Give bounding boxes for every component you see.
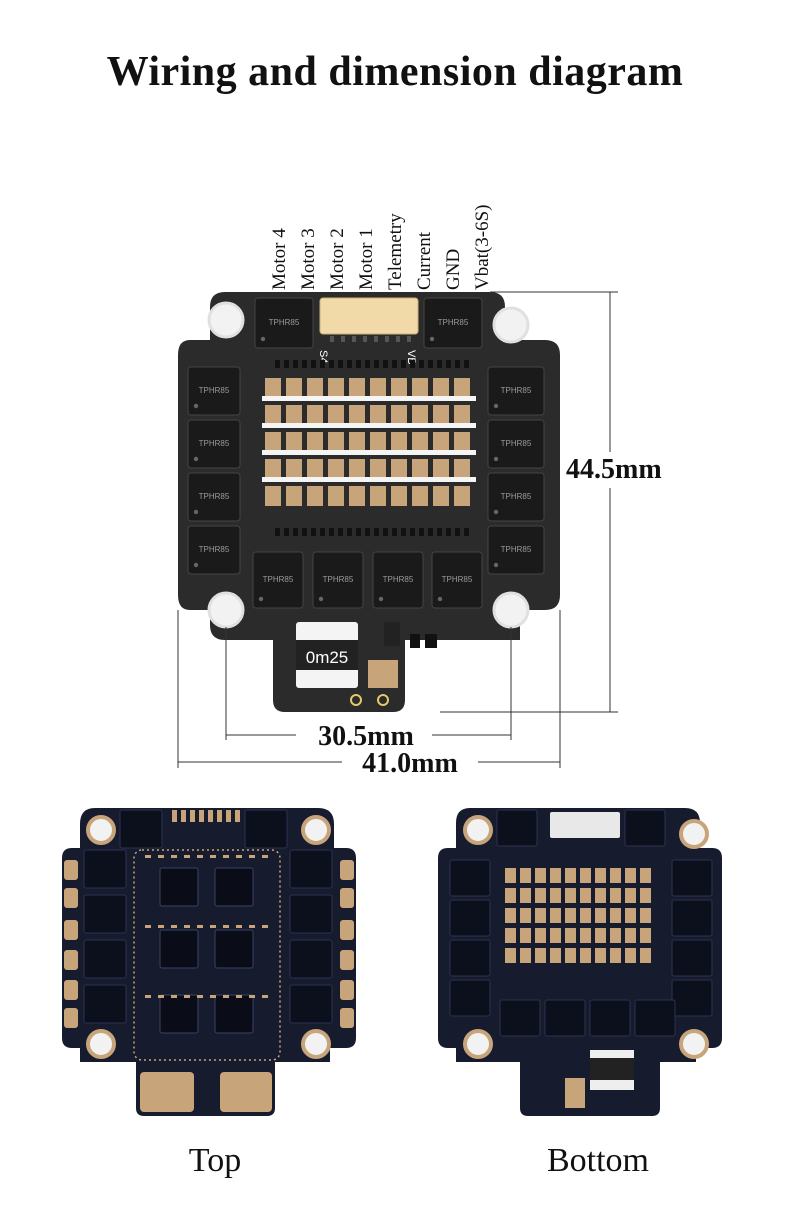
- svg-text:TPHR85: TPHR85: [442, 575, 473, 584]
- capacitor: [307, 459, 323, 479]
- capacitor: [454, 432, 470, 452]
- capacitor: [370, 378, 386, 398]
- capacitor: [265, 378, 281, 398]
- mosfet-chip: TPHR85: [252, 551, 304, 609]
- capacitor: [391, 432, 407, 452]
- capacitor: [433, 486, 449, 506]
- svg-text:TPHR85: TPHR85: [199, 439, 230, 448]
- mosfet-chip: TPHR85: [372, 551, 424, 609]
- capacitor: [454, 486, 470, 506]
- mount-hole: [492, 591, 530, 629]
- capacitor: [454, 378, 470, 398]
- wire-connector: [319, 297, 419, 335]
- svg-text:TPHR85: TPHR85: [501, 492, 532, 501]
- svg-text:TPHR85: TPHR85: [501, 386, 532, 395]
- shunt-label: 0m25: [306, 648, 349, 667]
- capacitor: [454, 405, 470, 425]
- capacitor: [307, 486, 323, 506]
- capacitor: [286, 486, 302, 506]
- capacitor: [412, 459, 428, 479]
- mosfet-chip: TPHR85: [487, 472, 545, 522]
- capacitor: [265, 459, 281, 479]
- capacitor: [370, 486, 386, 506]
- capacitor: [265, 432, 281, 452]
- svg-text:TPHR85: TPHR85: [199, 386, 230, 395]
- capacitor: [391, 459, 407, 479]
- capacitor: [412, 378, 428, 398]
- mosfet-chip: TPHR85: [254, 297, 314, 349]
- capacitor: [286, 459, 302, 479]
- svg-text:TPHR85: TPHR85: [199, 545, 230, 554]
- capacitor: [433, 378, 449, 398]
- mosfet-chip: TPHR85: [187, 525, 241, 575]
- capacitor: [328, 378, 344, 398]
- capacitor: [265, 405, 281, 425]
- mosfet-chip: TPHR85: [487, 525, 545, 575]
- capacitor: [349, 378, 365, 398]
- mosfet-chip: TPHR85: [187, 419, 241, 469]
- caption-bottom: Bottom: [546, 1142, 650, 1179]
- capacitor: [370, 405, 386, 425]
- capacitor: [391, 486, 407, 506]
- bottom-board-photo: [438, 808, 722, 1116]
- capacitor: [307, 405, 323, 425]
- capacitor: [328, 486, 344, 506]
- svg-text:TPHR85: TPHR85: [501, 439, 532, 448]
- svg-text:TPHR85: TPHR85: [438, 318, 469, 327]
- mosfet-chip: TPHR85: [187, 472, 241, 522]
- caption-top: Top: [188, 1142, 242, 1179]
- capacitor: [349, 486, 365, 506]
- capacitor: [454, 459, 470, 479]
- mosfet-chip: TPHR85: [423, 297, 483, 349]
- capacitor: [328, 405, 344, 425]
- capacitor: [370, 459, 386, 479]
- capacitor: [349, 405, 365, 425]
- capacitor: [433, 405, 449, 425]
- capacitor: [412, 486, 428, 506]
- capacitor: [286, 378, 302, 398]
- mount-hole: [207, 591, 245, 629]
- small-components: [275, 360, 469, 536]
- capacitor: [328, 432, 344, 452]
- capacitor: [349, 459, 365, 479]
- capacitor: [412, 405, 428, 425]
- capacitor-grid: [262, 378, 476, 506]
- capacitor: [286, 405, 302, 425]
- mount-hole: [207, 301, 245, 339]
- capacitor: [349, 432, 365, 452]
- dimension-height: 44.5mm: [566, 454, 662, 485]
- capacitor: [307, 378, 323, 398]
- mosfet-chip: TPHR85: [487, 419, 545, 469]
- capacitor: [391, 378, 407, 398]
- mosfet-chip: TPHR85: [312, 551, 364, 609]
- svg-text:TPHR85: TPHR85: [501, 545, 532, 554]
- mosfet-chip: TPHR85: [187, 366, 241, 416]
- mosfet-chip: TPHR85: [487, 366, 545, 416]
- capacitor: [433, 459, 449, 479]
- svg-text:TPHR85: TPHR85: [323, 575, 354, 584]
- dimension-mount: 30.5mm: [318, 721, 414, 752]
- top-pcb: [62, 808, 356, 1116]
- mount-hole: [492, 306, 530, 344]
- capacitor: [391, 405, 407, 425]
- top-board-photo: [62, 808, 356, 1116]
- capacitor: [328, 459, 344, 479]
- dimension-width: 41.0mm: [362, 748, 458, 779]
- dimension-lines: [177, 291, 618, 768]
- capacitor: [265, 486, 281, 506]
- svg-text:TPHR85: TPHR85: [383, 575, 414, 584]
- mosfet-chip: TPHR85: [431, 551, 483, 609]
- svg-text:TPHR85: TPHR85: [263, 575, 294, 584]
- capacitor: [412, 432, 428, 452]
- capacitor: [370, 432, 386, 452]
- page-title: Wiring and dimension diagram: [106, 49, 684, 95]
- svg-text:TPHR85: TPHR85: [269, 318, 300, 327]
- capacitor: [307, 432, 323, 452]
- svg-text:TPHR85: TPHR85: [199, 492, 230, 501]
- capacitor: [433, 432, 449, 452]
- capacitor: [286, 432, 302, 452]
